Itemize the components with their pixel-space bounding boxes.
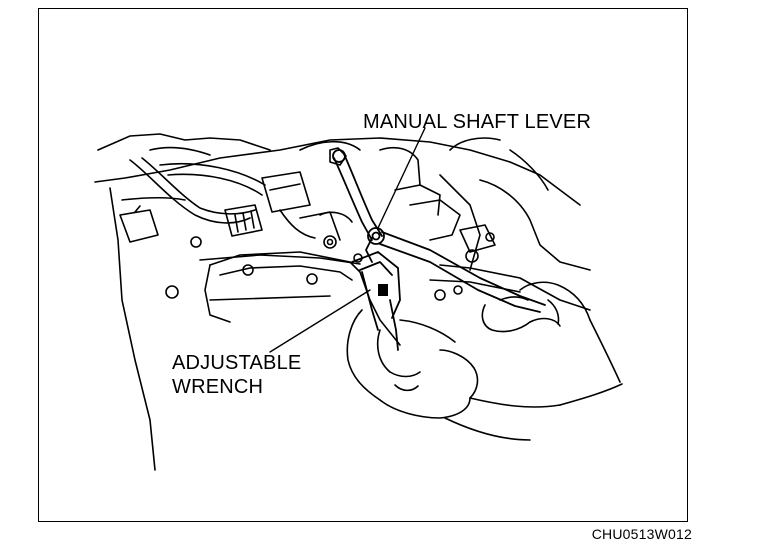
right-hand — [481, 281, 623, 406]
adjustable-wrench — [351, 237, 401, 351]
wrench-leader — [269, 289, 371, 353]
leader-lines — [269, 127, 426, 353]
figure-code: CHU0513W012 — [591, 526, 692, 542]
adjustable-wrench-label: ADJUSTABLE WRENCH — [172, 351, 301, 399]
manual-shaft-leader — [377, 127, 426, 229]
adjustable-wrench-label-line2: WRENCH — [172, 376, 264, 398]
manual-shaft-lever — [332, 149, 546, 313]
adjustable-wrench-label-line1: ADJUSTABLE — [172, 352, 302, 374]
wiring-harness — [119, 157, 341, 243]
transmission-housing — [94, 133, 591, 471]
manual-shaft-lever-label: MANUAL SHAFT LEVER — [363, 111, 592, 133]
housing-bolts — [165, 232, 495, 301]
figure-frame — [38, 8, 688, 522]
left-hand — [346, 309, 561, 441]
valve-body-components — [299, 140, 496, 253]
